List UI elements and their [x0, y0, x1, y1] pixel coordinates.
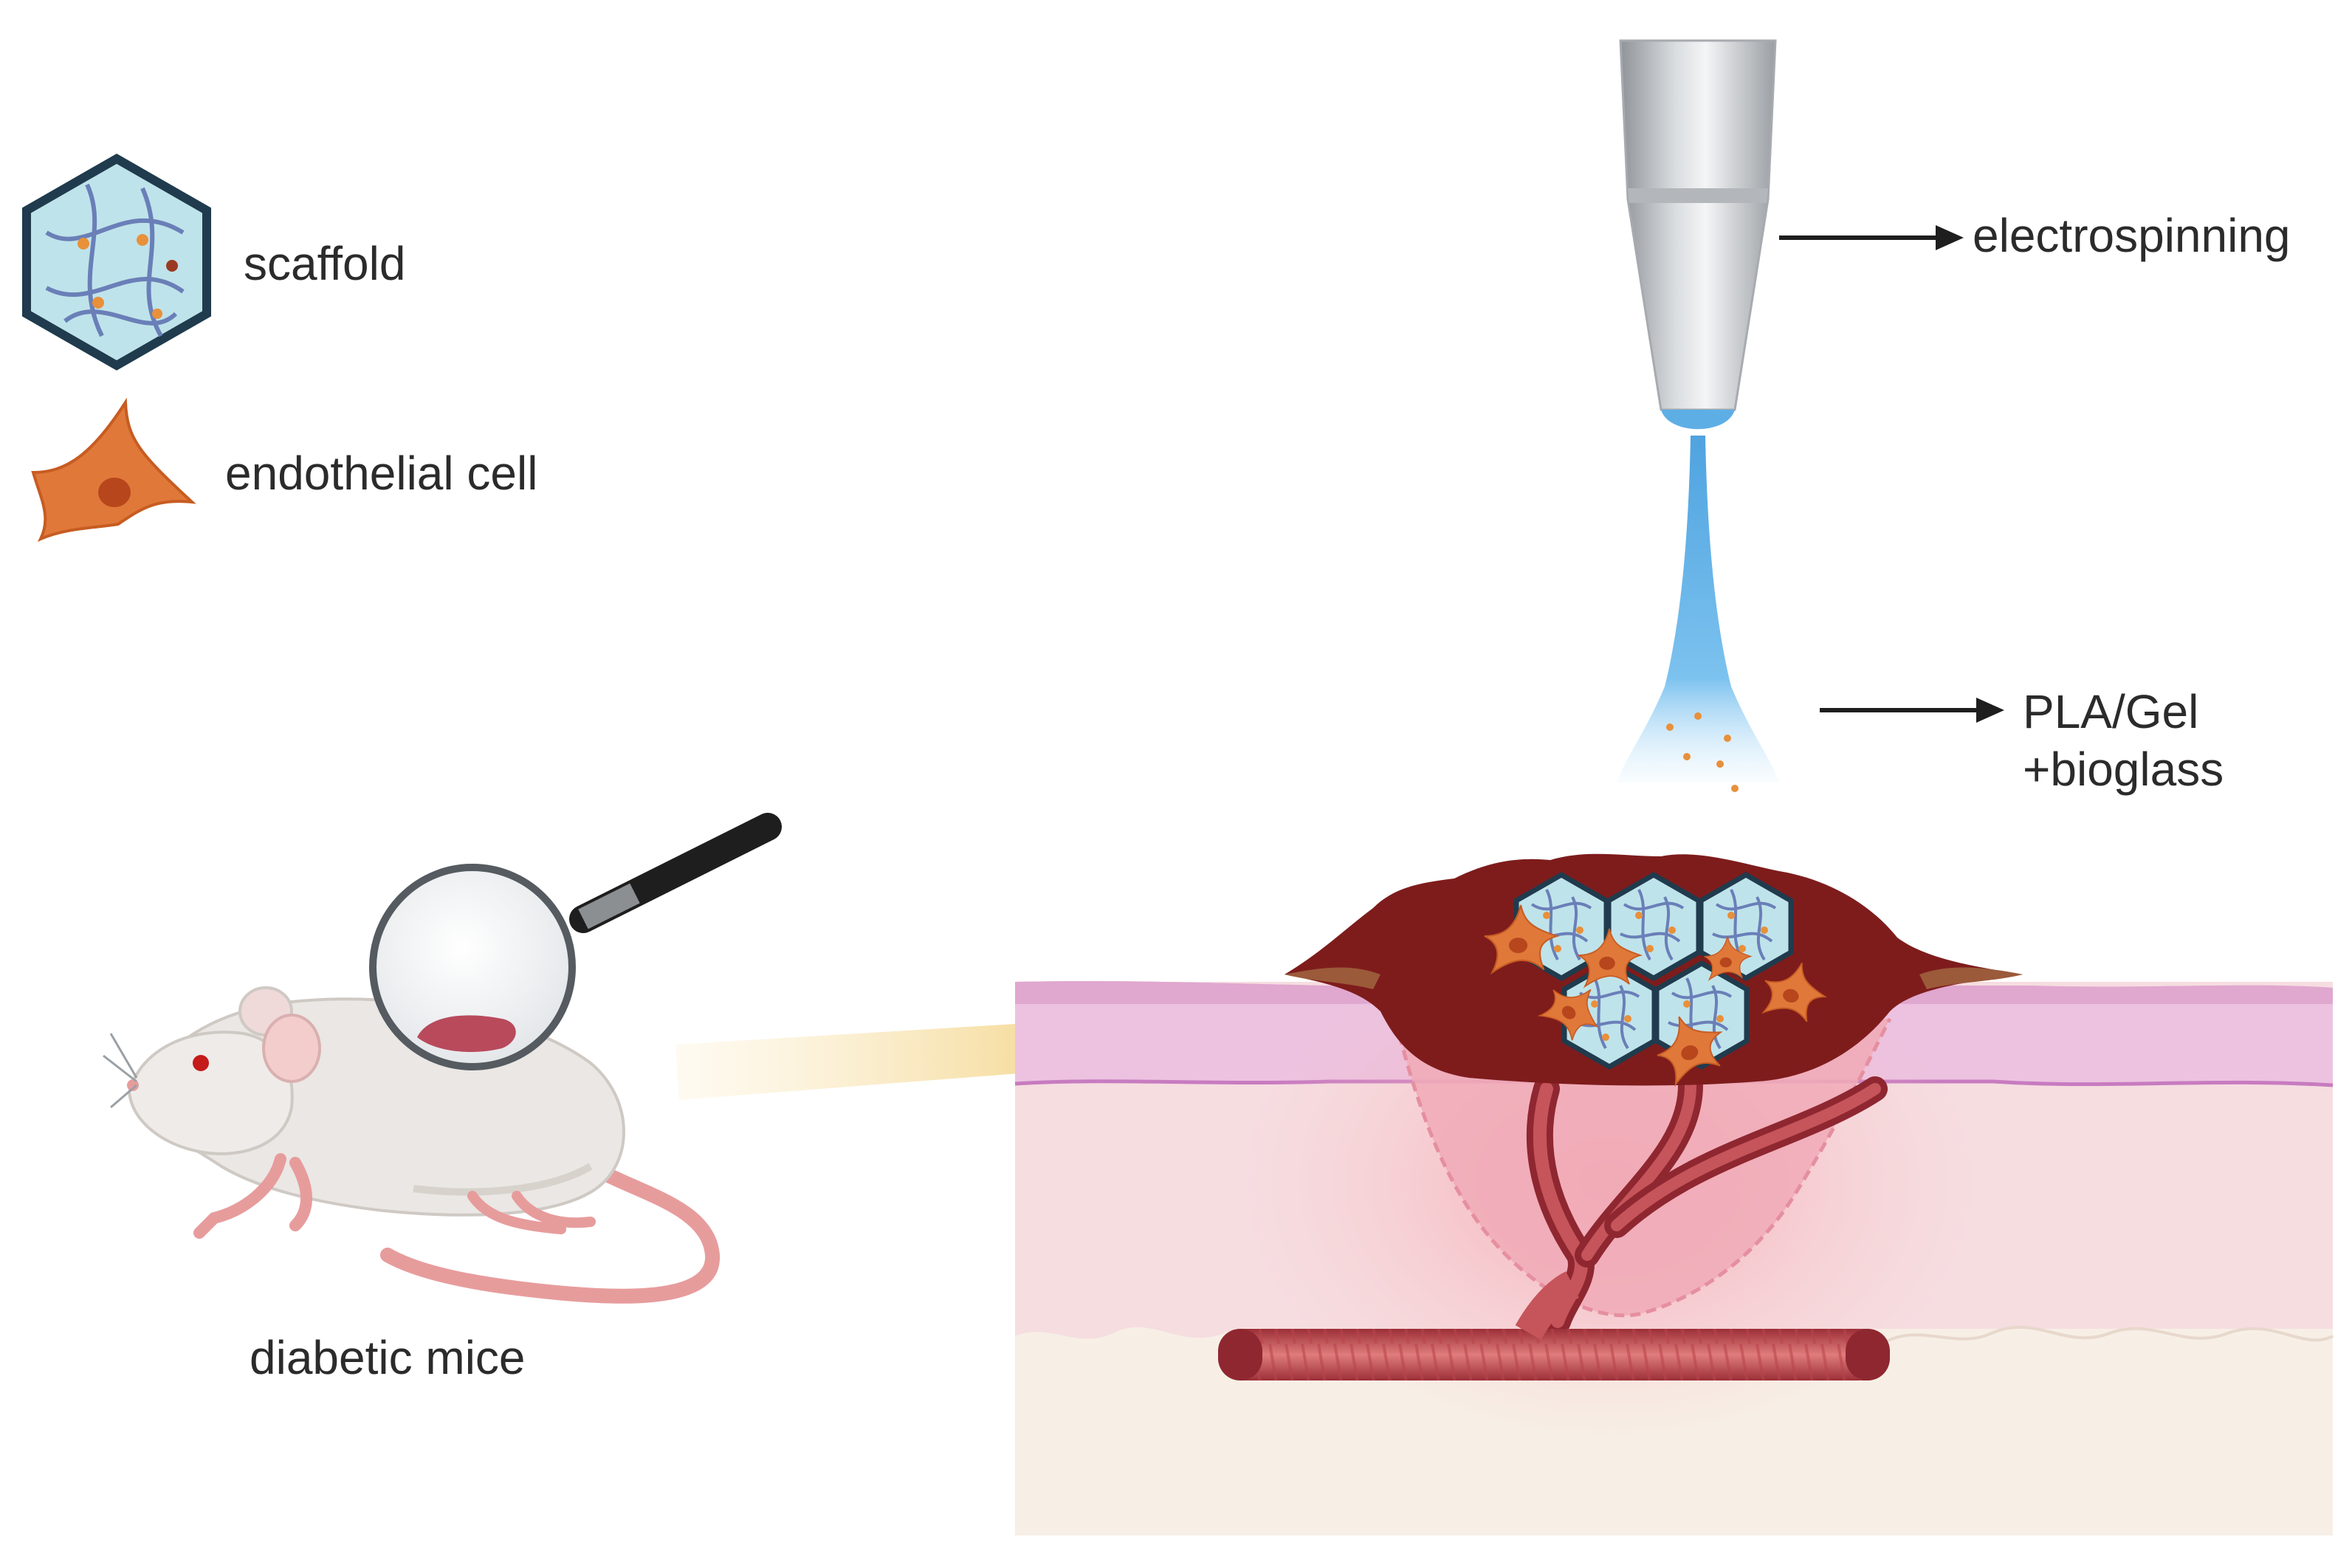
- spinneret-nozzle-icon: [1619, 39, 1777, 430]
- material-label-line2: +bioglass: [2023, 743, 2224, 796]
- scaffold-label: scaffold: [244, 237, 406, 290]
- transfer-arrow: [675, 989, 1189, 1100]
- endothelial-cell-icon: [31, 397, 196, 542]
- material-label-line1: PLA/Gel: [2023, 685, 2199, 738]
- blood-vessels: [1218, 1073, 1890, 1380]
- material-label: PLA/Gel +bioglass: [2023, 683, 2224, 798]
- diabetic-mice-label: diabetic mice: [250, 1331, 526, 1384]
- magnifying-glass-icon: [369, 813, 782, 1070]
- right-arrow-icon: [1820, 698, 2004, 723]
- polymer-jet: [1617, 436, 1779, 792]
- scaffold-hexagon-icon: [22, 154, 211, 371]
- endothelial-cell-label: endothelial cell: [225, 447, 538, 500]
- right-arrow-icon: [1779, 225, 1964, 250]
- electrospinning-label: electrospinning: [1973, 209, 2291, 262]
